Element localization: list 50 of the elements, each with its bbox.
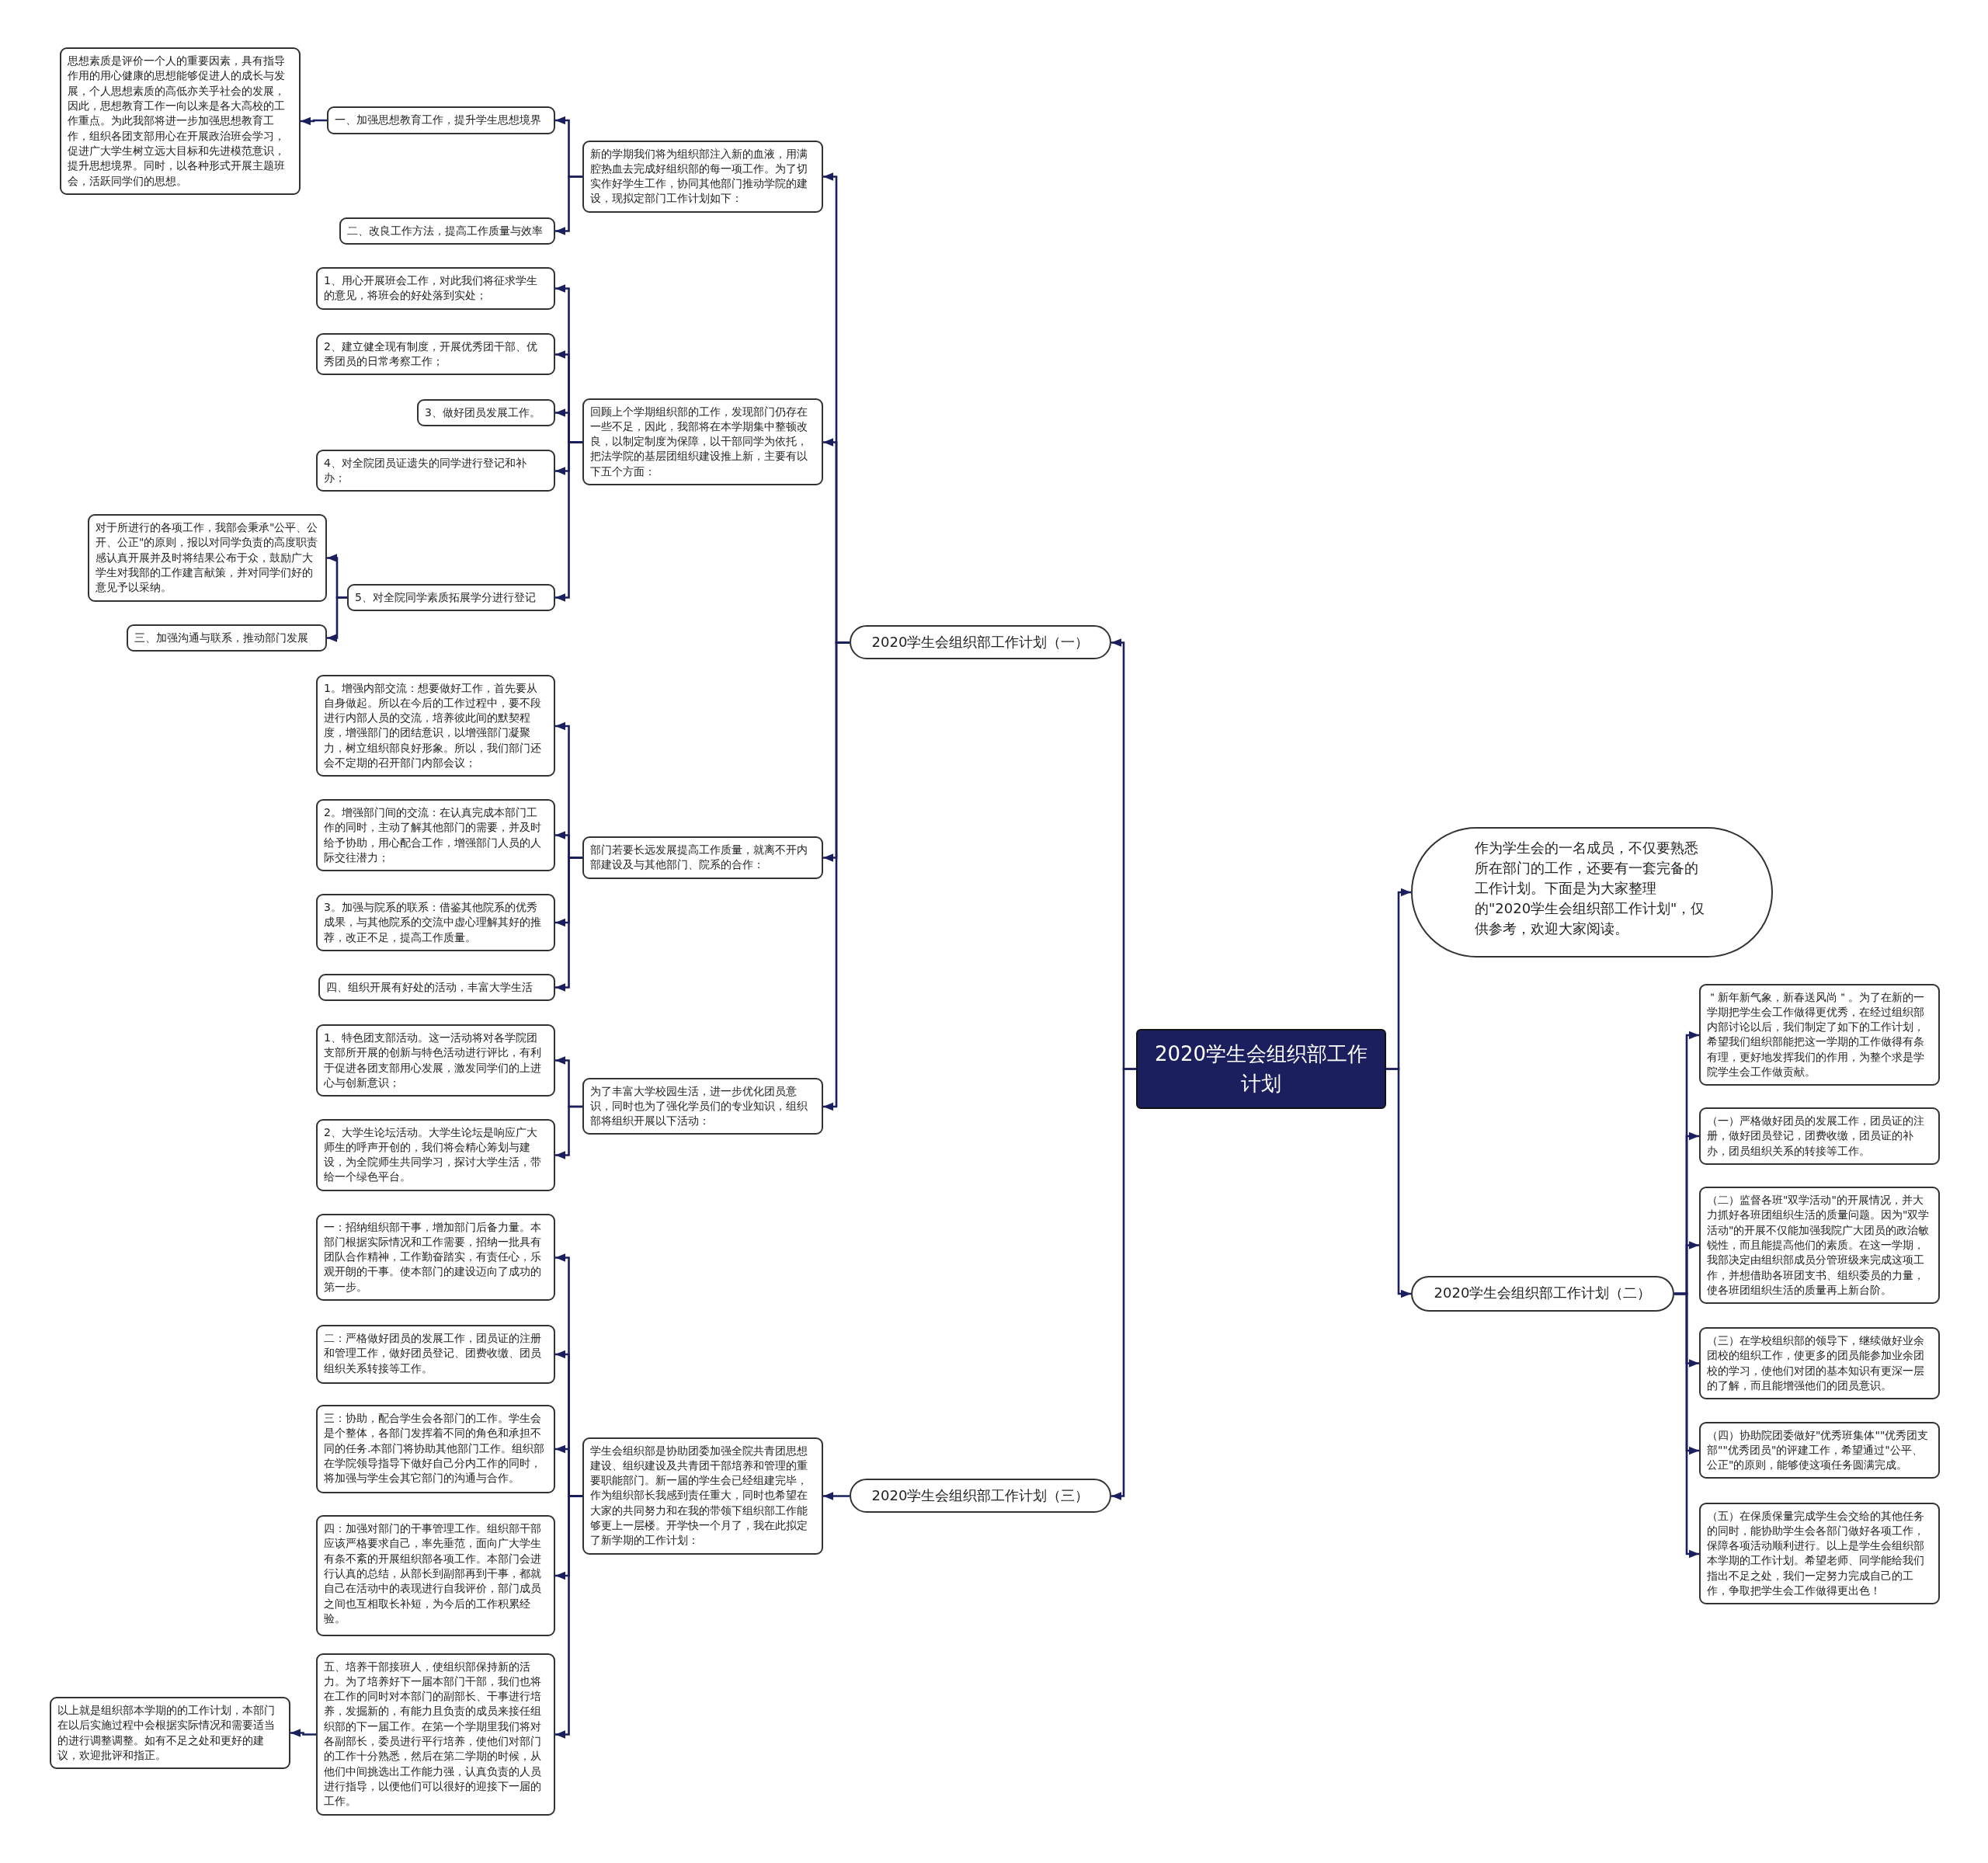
subtopic-box: 2。增强部门间的交流：在认真完成本部门工作的同时，主动了解其他部门的需要，并及时给予协助，用心配合工作，增强部门人员的人际交往潜力； <box>316 799 555 872</box>
branch-topic-box: 2020学生会组织部工作计划（一） <box>850 624 1111 660</box>
intro-bubble: 作为学生会的一名成员，不仅要熟悉所在部门的工作，还要有一套完备的工作计划。下面是为大家整理的"2020学生会组织部工作计划"，仅供参考，欢迎大家阅读。 <box>1411 827 1773 958</box>
subtopic-box: 回顾上个学期组织部的工作，发现部门仍存在一些不足，因此，我部将在本学期集中整顿改良，以制定制度为保障，以干部同学为依托，把法学院的基层团组织建设推上新，主要有以下五个方面： <box>582 398 823 486</box>
subtopic-box: 5、对全院同学素质拓展学分进行登记 <box>347 583 555 611</box>
subtopic-box: 2、大学生论坛活动。大学生论坛是响应广大师生的呼声开创的，我们将会精心筹划与建设，为全院师生共同学习，探讨大学生活，带给一个绿色平台。 <box>316 1118 555 1191</box>
connector-arrow <box>555 1105 582 1159</box>
subtopic-box: （四）协助院团委做好"优秀班集体""优秀团支部""优秀团员"的评建工作，希望通过"公平、公正"的原则，能够使这项任务圆满完成。 <box>1699 1421 1940 1479</box>
subtopic-box: 1、用心开展班会工作，对此我们将征求学生的意见，将班会的好处落到实处； <box>316 267 555 310</box>
subtopic-box: （一）严格做好团员的发展工作，团员证的注册，做好团员登记，团费收缴，团员证的补办，团员组织关系的转接等工作。 <box>1699 1107 1940 1165</box>
subtopic-box: 二、改良工作方法，提高工作质量与效率 <box>339 217 555 245</box>
subtopic-box: 一、加强思想教育工作，提升学生思想境界 <box>327 106 555 134</box>
connector-arrow <box>1386 1068 1411 1298</box>
connector-arrow <box>1111 1068 1136 1500</box>
connector-arrow <box>823 1492 850 1500</box>
subtopic-box: 1。增强内部交流：想要做好工作，首先要从自身做起。所以在今后的工作过程中，要不段进行内部人员的交流，培养彼此间的默契程度，增强部门的团结意识，以增强部门凝聚力，树立组织部良好形象。所以，我们部门还会不定期的召开部门内部会议； <box>316 674 555 777</box>
connector-arrow <box>327 596 347 642</box>
subtopic-box: 五、培养干部接班人，使组织部保持新的活力。为了培养好下一届本部门干部，我们也将在工作的同时对本部门的副部长、干事进行培养，发掘新的，有能力且负责的成员来接任组织部的下一届工作。在第一个学期里我们将对各副部长，委员进行平行培养，使他们对部门的工作十分熟悉，然后在第二学期的时候，从他们中间挑选出工作能力强，认真负责的人员进行指导，以便他们可以很好的迎接下一届的工作。 <box>316 1653 555 1816</box>
subtopic-box: 4、对全院团员证遗失的同学进行登记和补办； <box>316 449 555 492</box>
subtopic-box: 部门若要长远发展提高工作质量，就离不开内部建设及与其他部门、院系的合作： <box>582 836 823 879</box>
subtopic-box: 三：协助，配合学生会各部门的工作。学生会是个整体，各部门发挥着不同的角色和承担不同的任务.本部门将协助其他部门工作。组织部在学院领导指导下做好自己分内工作的同时，将加强与学生会其它部门的沟通与合作。 <box>316 1405 555 1493</box>
connector-arrow <box>290 1729 316 1737</box>
subtopic-box: 3。加强与院系的联系：借鉴其他院系的优秀成果，与其他院系的交流中虚心理解其好的推荐，改正不足，提高工作质量。 <box>316 894 555 951</box>
subtopic-box: 1、特色团支部活动。这一活动将对各学院团支部所开展的创新与特色活动进行评比，有利于促进各团支部用心发展，激发同学们的上进心与创新意识； <box>316 1024 555 1097</box>
connector-arrow <box>555 176 582 235</box>
connector-arrow <box>1674 1292 1699 1559</box>
subtopic-box: （五）在保质保量完成学生会交给的其他任务的同时，能协助学生会各部门做好各项工作，保障各项活动顺利进行。以上是学生会组织部本学期的工作计划。希望老师、同学能给我们指出不足之处，我们一定努力完成自己的工作，争取把学生会工作做得更出色！ <box>1699 1502 1940 1605</box>
subtopic-box: 2、建立健全现有制度，开展优秀团干部、优秀团员的日常考察工作； <box>316 332 555 376</box>
subtopic-box: 四：加强对部门的干事管理工作。组织部干部应该严格要求自己，率先垂范，面向广大学生有条不紊的开展组织部各项工作。本部门会进行认真的总结，从部长到副部再到干事，都就自己在活动中的表现进行自我评价，部门成员之间也互相取长补短，为今后的工作积累经验。 <box>316 1515 555 1636</box>
subtopic-box: 二：严格做好团员的发展工作，团员证的注册和管理工作，做好团员登记、团费收缴、团员组织关系转接等工作。 <box>316 1325 555 1384</box>
subtopic-box: 新的学期我们将为组织部注入新的血液，用满腔热血去完成好组织部的每一项工作。为了切实作好学生工作，协同其他部门推动学院的建设，现拟定部门工作计划如下： <box>582 140 823 213</box>
connector-arrow <box>555 441 582 602</box>
subtopic-box: 四、组织开展有好处的活动，丰富大学生活 <box>318 974 555 1002</box>
subtopic-box: 思想素质是评价一个人的重要因素，具有指导作用的用心健康的思想能够促进人的成长与发展，个人思想素质的高低亦关乎社会的发展，因此，思想教育工作一向以来是各大高校的工作重点。为此我部将进一步加强思想教育工作，组织各团支部用心在开展政治班会学习，促进广大学生树立远大目标和先进模范意识，提升思想境界。同时，以各种形式开展主题班会，活跃同学们的思想。 <box>60 47 301 195</box>
connector-arrow <box>555 857 582 992</box>
subtopic-box: 三、加强沟通与联系，推动部门发展 <box>127 624 327 652</box>
branch-topic-box: 2020学生会组织部工作计划（二） <box>1411 1276 1674 1312</box>
connector-arrow <box>301 116 327 126</box>
subtopic-box: （三）在学校组织部的领导下，继续做好业余团校的组织工作，使更多的团员能参加业余团校的学习，使他们对团的基本知识有更深一层的了解，而且能增强他们的团员意识。 <box>1699 1327 1940 1400</box>
connector-arrow <box>555 1495 582 1739</box>
branch-topic-box: 2020学生会组织部工作计划（三） <box>850 1478 1111 1514</box>
subtopic-box: 以上就是组织部本学期的的工作计划，本部门在以后实施过程中会根据实际情况和需要适当的进行调整调整。如有不足之处和更好的建议，欢迎批评和指正。 <box>50 1697 290 1770</box>
subtopic-box: 3、做好团员发展工作。 <box>417 399 555 427</box>
central-topic-box: 2020学生会组织部工作计划 <box>1136 1029 1386 1110</box>
subtopic-box: 学生会组织部是协助团委加强全院共青团思想建设、组织建设及共青团干部培养和管理的重要职能部门。新一届的学生会已经组建完毕，作为组织部长我感到责任重大，同时也希望在大家的共同努力和在我的带领下组织部工作能够更上一层楼。开学快一个月了，我在此拟定了新学期的工作计划： <box>582 1437 823 1555</box>
subtopic-box: 为了丰富大学校园生活，进一步优化团员意识，同时也为了强化学员们的专业知识，组织部将组织开展以下活动： <box>582 1077 823 1135</box>
subtopic-box: （二）监督各班"双学活动"的开展情况，并大力抓好各班团组织生活的质量问题。因为"双学活动"的开展不仅能加强我院广大团员的政治敏锐性，而且能提高他们的素质。在这一学期，我部决定由组织部成员分管班级来完成这项工作，并想借助各班团支书、组织委员的力量，使各班团组织生活的质量再上新台阶。 <box>1699 1187 1940 1305</box>
subtopic-box: 对于所进行的各项工作，我部会秉承"公平、公开、公正"的原则，报以对同学负责的高度职责感认真开展并及时将结果公布于众，鼓励广大学生对我部的工作建言献策，并对同学们好的意见予以采纳。 <box>88 514 327 602</box>
subtopic-box: ＂新年新气象，新春送风尚＂。为了在新的一学期把学生会工作做得更优秀，在经过组织部内部讨论以后，我们制定了如下的工作计划，希望我们组织部能把这一学期的工作做得有条有理，更好地发挥我们的作用，为整个求是学院学生会工作做贡献。 <box>1699 983 1940 1086</box>
subtopic-box: 一：招纳组织部干事，增加部门后备力量。本部门根据实际情况和工作需要，招纳一批具有团队合作精神，工作勤奋踏实，有责任心，乐观开朗的干事。使本部门的建设迈向了成功的第一步。 <box>316 1213 555 1302</box>
